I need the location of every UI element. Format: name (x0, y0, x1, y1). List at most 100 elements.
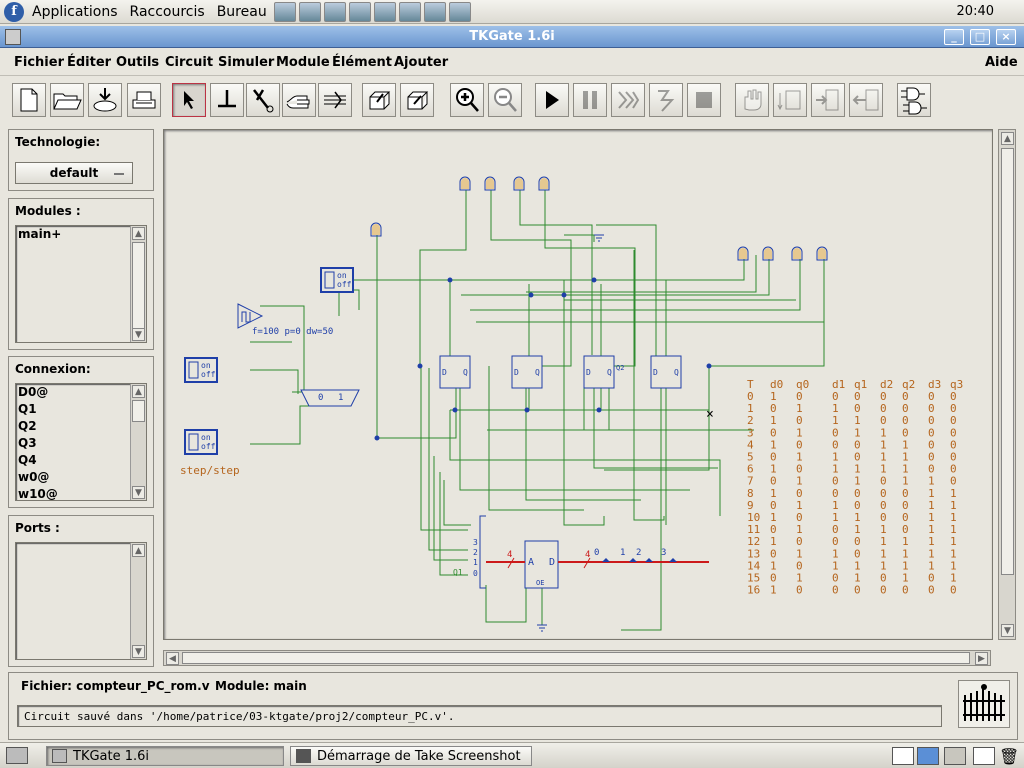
scroll-down-icon[interactable]: ▼ (132, 645, 145, 658)
mail-launcher-icon[interactable] (323, 1, 346, 22)
workspace-1[interactable] (892, 747, 914, 765)
modules-list[interactable]: main+ ▲ ▼ (15, 225, 147, 343)
open-module-button[interactable] (362, 83, 396, 117)
workspace-3[interactable] (944, 747, 966, 765)
writer-launcher-icon[interactable] (348, 1, 371, 22)
run-simulation-button[interactable] (535, 83, 569, 117)
new-file-button[interactable] (12, 83, 46, 117)
horizontal-scroll-thumb[interactable] (182, 652, 970, 664)
impress-launcher-icon[interactable] (373, 1, 396, 22)
menu-simuler[interactable]: Simuler (218, 55, 275, 70)
scroll-thumb[interactable] (132, 400, 145, 422)
scroll-up-icon[interactable]: ▲ (1001, 132, 1014, 145)
canvas-horizontal-scrollbar[interactable]: ◀ ▶ (163, 650, 991, 666)
task-screenshot[interactable]: Démarrage de Take Screenshot (290, 746, 532, 766)
bus-width-in: 4 (507, 550, 512, 560)
menu-bureau[interactable]: Bureau (216, 3, 267, 20)
step-button[interactable] (611, 83, 645, 117)
connection-item[interactable]: Q1 (18, 402, 37, 416)
tool-launcher-icon[interactable] (423, 1, 446, 22)
connections-scrollbar[interactable]: ▲ ▼ (130, 384, 146, 500)
connections-list[interactable]: D0@ Q1 Q2 Q3 Q4 w0@ w10@ ▲ ▼ (15, 383, 147, 501)
menu-ajouter[interactable]: Ajouter (394, 55, 449, 70)
grab-button[interactable] (735, 83, 769, 117)
show-desktop-icon[interactable] (6, 747, 28, 764)
menu-module[interactable]: Module (276, 55, 330, 70)
menu-circuit[interactable]: Circuit (165, 55, 214, 70)
scroll-left-icon[interactable]: ◀ (166, 652, 179, 665)
cut-tool-button[interactable] (246, 83, 280, 117)
clock[interactable]: 20:40 (956, 4, 994, 19)
scroll-right-icon[interactable]: ▶ (975, 652, 988, 665)
menu-applications[interactable]: Applications (32, 3, 118, 20)
gate-mascot-button[interactable] (958, 680, 1010, 728)
menu-element[interactable]: Élément (332, 55, 392, 70)
modules-scrollbar[interactable]: ▲ ▼ (130, 226, 146, 342)
scroll-down-icon[interactable]: ▼ (132, 328, 145, 341)
menu-editer[interactable]: Éditer (67, 55, 112, 70)
step-label: step/step (180, 464, 240, 477)
terminal-launcher-icon[interactable] (448, 1, 471, 22)
connection-item[interactable]: Q4 (18, 453, 37, 467)
connection-item[interactable]: Q3 (18, 436, 37, 450)
pause-simulation-button[interactable] (573, 83, 607, 117)
workspace-2[interactable] (917, 747, 939, 765)
move-tool-button[interactable] (282, 83, 316, 117)
vertical-scroll-thumb[interactable] (1001, 148, 1014, 575)
connection-item[interactable]: D0@ (18, 385, 49, 399)
select-tool-button[interactable] (172, 83, 206, 117)
window-titlebar[interactable]: TKGate 1.6i _ □ × (0, 26, 1024, 48)
ground-icon (537, 624, 547, 632)
trash-icon[interactable]: 🗑 (999, 747, 1020, 766)
window-menu-icon[interactable] (5, 29, 21, 45)
bus-tool-button[interactable] (318, 83, 352, 117)
led-right-3 (791, 246, 803, 261)
scroll-down-icon[interactable]: ▼ (1001, 624, 1014, 637)
browser-launcher-icon[interactable] (298, 1, 321, 22)
menu-outils[interactable]: Outils (116, 55, 160, 70)
wire-tool-button[interactable] (210, 83, 244, 117)
stop-simulation-button[interactable] (687, 83, 721, 117)
task-tkgate[interactable]: TKGate 1.6i (46, 746, 284, 766)
scroll-thumb[interactable] (132, 242, 145, 330)
maximize-icon[interactable]: □ (970, 29, 990, 45)
ports-scrollbar[interactable]: ▲ ▼ (130, 543, 146, 659)
close-module-button[interactable] (400, 83, 434, 117)
menu-aide[interactable]: Aide (985, 55, 1018, 70)
truth-table-header: q3 (950, 378, 963, 391)
truth-table-cell: 1 (854, 523, 861, 536)
truth-table-cell: 1 (902, 451, 909, 464)
connection-item[interactable]: Q2 (18, 419, 37, 433)
menu-raccourcis[interactable]: Raccourcis (129, 3, 205, 20)
scroll-up-icon[interactable]: ▲ (132, 385, 145, 398)
module-item-main[interactable]: main+ (18, 227, 62, 241)
gates-palette-button[interactable] (897, 83, 931, 117)
step-clock-button[interactable] (649, 83, 683, 117)
menu-fichier[interactable]: Fichier (14, 55, 64, 70)
scroll-up-icon[interactable]: ▲ (132, 227, 145, 240)
calc-launcher-icon[interactable] (398, 1, 421, 22)
save-button[interactable] (88, 83, 122, 117)
add-port-in-button[interactable] (811, 83, 845, 117)
hand-move-icon (286, 95, 310, 109)
print-button[interactable] (127, 83, 161, 117)
ports-list[interactable]: ▲ ▼ (15, 542, 147, 660)
system-monitor-launcher-icon[interactable] (273, 1, 296, 22)
zoom-out-button[interactable] (488, 83, 522, 117)
scroll-down-icon[interactable]: ▼ (132, 486, 145, 499)
add-port-out-button[interactable] (849, 83, 883, 117)
canvas-vertical-scrollbar[interactable]: ▲ ▼ (998, 129, 1016, 640)
replicate-button[interactable] (773, 83, 807, 117)
open-button[interactable] (50, 83, 84, 117)
close-icon[interactable]: × (996, 29, 1016, 45)
minimize-icon[interactable]: _ (944, 29, 964, 45)
connection-item[interactable]: w10@ (18, 487, 58, 501)
zoom-in-button[interactable] (450, 83, 484, 117)
technology-dropdown[interactable]: default (15, 162, 133, 184)
workspace-4[interactable] (973, 747, 995, 765)
truth-table-cell: 15 (747, 572, 760, 585)
scroll-up-icon[interactable]: ▲ (132, 544, 145, 557)
fedora-logo-icon[interactable]: f (4, 1, 24, 22)
connection-item[interactable]: w0@ (18, 470, 50, 484)
